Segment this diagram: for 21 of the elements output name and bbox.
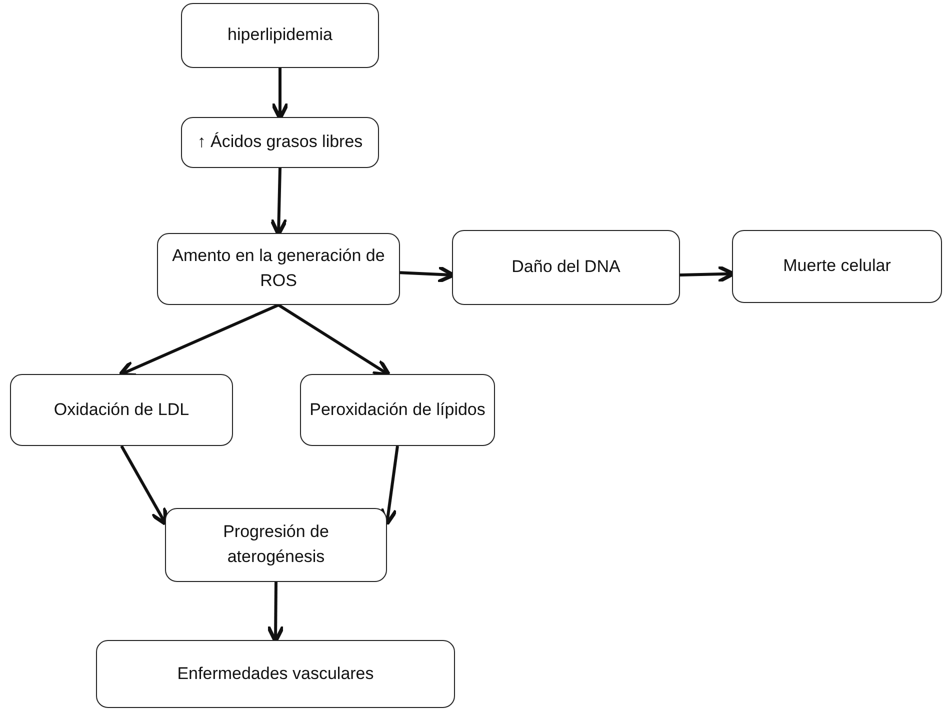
arrow: [120, 445, 168, 526]
process-box: [165, 508, 387, 582]
process-box: [157, 233, 400, 305]
process-box: [96, 640, 455, 708]
box-text: Muerte celular: [783, 255, 891, 278]
process-box: [181, 3, 379, 68]
box-text: ↑ Ácidos grasos libres: [197, 131, 363, 154]
process-box: [10, 374, 233, 446]
box-text: Daño del DNA: [512, 256, 620, 278]
box-text: Amento en la generación de ROS: [171, 245, 386, 292]
box-text: Oxidación de LDL: [54, 398, 190, 421]
box-text: Enfermedades vasculares: [177, 662, 374, 685]
process-box: [181, 117, 379, 168]
box-text: Peroxidación de lípidos: [310, 398, 486, 421]
process-box: [300, 374, 495, 446]
arrow: [380, 446, 399, 526]
process-box: [732, 230, 942, 303]
box-text: Progresión de aterogénesis: [222, 521, 330, 568]
box-text: hiperlipidemia: [228, 24, 332, 46]
arrow: [278, 304, 391, 377]
process-box: [452, 230, 680, 305]
